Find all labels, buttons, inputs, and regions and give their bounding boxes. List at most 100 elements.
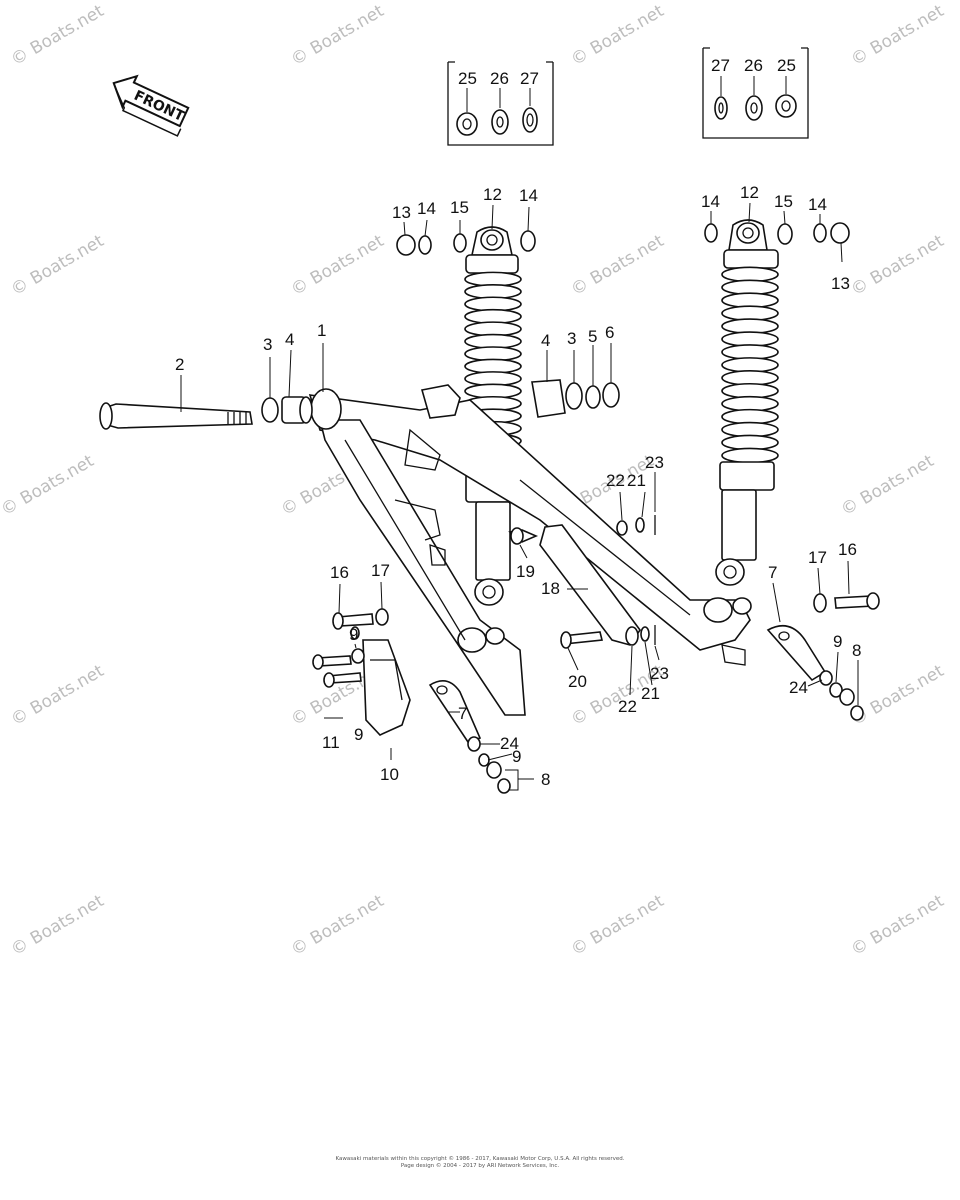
callout-14: 14	[417, 199, 436, 218]
callout-7: 7	[458, 704, 467, 723]
right-axle-hardware	[766, 592, 880, 721]
callout-15b: 15	[774, 192, 793, 211]
callout-21: 21	[641, 684, 660, 703]
callout-2: 2	[175, 355, 184, 374]
leader-lines	[180, 202, 859, 791]
hardware-group-right	[702, 47, 809, 139]
spring-coil	[721, 318, 779, 335]
watermark: © Boats.net	[288, 891, 388, 960]
callout-13: 13	[392, 203, 411, 222]
callout-9b: 9	[354, 725, 363, 744]
spring-coil	[721, 305, 779, 322]
spring-coil	[464, 271, 522, 287]
callout-27: 27	[520, 69, 539, 88]
watermark: © Boats.net	[288, 1, 388, 70]
callout-1: 1	[317, 321, 326, 340]
spring-coil	[721, 370, 779, 386]
watermark: © Boats.net	[848, 661, 948, 730]
callout-9c: 9	[512, 747, 521, 766]
spring-coil	[721, 408, 779, 425]
watermark: © Boats.net	[568, 231, 668, 300]
left-axle-hardware	[312, 608, 511, 794]
callout-26: 26	[490, 69, 509, 88]
callout-17b: 17	[808, 548, 827, 567]
callout-23b: 23	[645, 453, 664, 472]
spring-coil	[464, 284, 522, 300]
callout-14c: 14	[701, 192, 720, 211]
watermark: © Boats.net	[848, 231, 948, 300]
watermark: © Boats.net	[568, 891, 668, 960]
copyright-footer: Kawasaki materials within this copyright…	[0, 1156, 960, 1170]
spring-coil	[464, 358, 522, 374]
watermark: © Boats.net	[8, 661, 108, 730]
callout-22: 22	[618, 697, 637, 716]
spring-coil	[464, 371, 522, 387]
callout-11: 11	[322, 733, 340, 752]
callout-14b: 14	[519, 186, 538, 205]
callout-13b: 13	[831, 274, 850, 293]
callout-4: 4	[285, 330, 294, 349]
right-shock-absorber	[715, 219, 779, 586]
spring-coil	[721, 434, 779, 451]
callout-20: 20	[568, 672, 587, 691]
callout-5: 5	[588, 327, 597, 346]
callout-8: 8	[541, 770, 550, 789]
watermark: © Boats.net	[848, 891, 948, 960]
torque-link	[508, 515, 656, 649]
spring-coil	[721, 382, 779, 399]
callout-25b: 25	[777, 56, 796, 75]
spring-coil	[464, 321, 522, 337]
callout-17: 17	[371, 561, 390, 580]
spring-coil	[464, 346, 522, 362]
callout-3b: 3	[567, 329, 576, 348]
watermark: © Boats.net	[8, 1, 108, 70]
callout-12: 12	[483, 185, 502, 204]
callout-12b: 12	[740, 183, 759, 202]
copyright-line-2: Page design © 2004 - 2017 by ARI Network…	[400, 1163, 560, 1169]
watermark: © Boats.net	[8, 231, 108, 300]
callout-6: 6	[605, 323, 614, 342]
callout-21b: 21	[627, 471, 646, 490]
spring-coil	[721, 331, 779, 348]
spring-coil	[464, 308, 522, 325]
watermark: © Boats.net	[848, 1, 948, 70]
callout-16b: 16	[838, 540, 857, 559]
watermark: © Boats.net	[288, 231, 388, 300]
watermark: © Boats.net	[0, 451, 98, 520]
callout-27b: 27	[711, 56, 730, 75]
callout-26b: 26	[744, 56, 763, 75]
callout-4b: 4	[541, 331, 550, 350]
spring-coil	[721, 344, 779, 360]
spring-coil	[464, 333, 522, 350]
swing-arm	[308, 384, 752, 716]
callout-18: 18	[541, 579, 560, 598]
callout-24: 24	[500, 734, 519, 753]
pivot-shaft	[99, 402, 253, 430]
callouts: 1 2 3 4 4 3 5 6 12 12 13 14 15 14 14 15 …	[175, 56, 861, 789]
spring-coil	[464, 383, 522, 399]
upper-shock-hardware	[396, 222, 850, 256]
callout-22b: 22	[606, 471, 625, 490]
callout-14d: 14	[808, 195, 827, 214]
callout-23: 23	[650, 664, 669, 683]
callout-9d: 9	[833, 632, 842, 651]
pivot-bushings	[261, 379, 620, 424]
spring-coil	[721, 266, 779, 283]
callout-24b: 24	[789, 678, 808, 697]
callout-19: 19	[516, 562, 535, 581]
callout-25: 25	[458, 69, 477, 88]
spring-coil	[721, 279, 779, 296]
front-arrow-icon: FRONT	[112, 74, 190, 137]
spring-coil	[721, 395, 779, 412]
callout-15: 15	[450, 198, 469, 217]
spring-coil	[464, 296, 522, 312]
callout-7b: 7	[768, 563, 777, 582]
watermark: © Boats.net	[568, 1, 668, 70]
callout-10: 10	[380, 765, 399, 784]
spring-coil	[721, 421, 779, 438]
callout-9: 9	[349, 625, 358, 644]
spring-coil	[721, 447, 779, 464]
spring-coil	[721, 292, 779, 309]
callout-3: 3	[263, 335, 272, 354]
